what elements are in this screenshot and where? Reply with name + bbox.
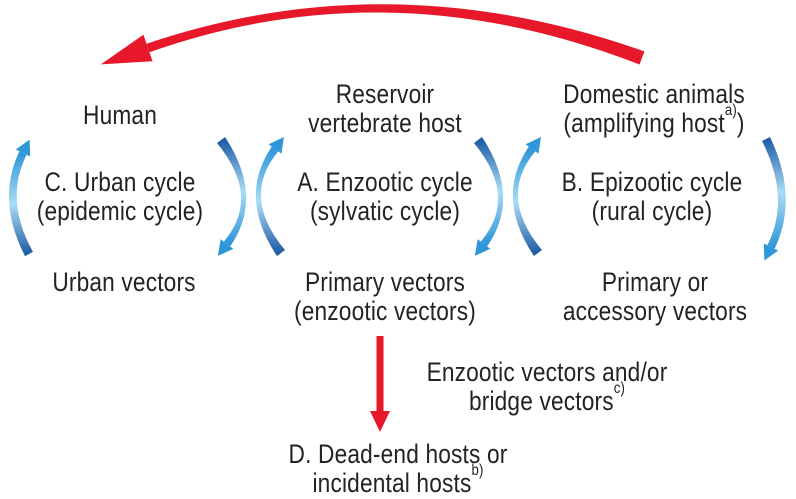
host-line: Human — [83, 100, 157, 130]
note-line: bridge vectorsc) — [468, 379, 626, 416]
host-human-label: Human — [83, 101, 157, 130]
cycle-line: (sylvatic cycle) — [309, 196, 461, 226]
host-reservoir-label: Reservoir vertebrate host — [308, 80, 462, 138]
cycle-c-urban-label: C. Urban cycle (epidemic cycle) — [37, 168, 204, 226]
vectors-line: (enzootic vectors) — [293, 296, 477, 326]
dead-end-transmission-arrow — [370, 336, 390, 432]
primary-vectors-label: Primary vectors (enzootic vectors) — [294, 268, 476, 326]
cycle-a-enzootic-label: A. Enzootic cycle (sylvatic cycle) — [297, 168, 473, 226]
cycle-line: (rural cycle) — [591, 196, 713, 226]
footnote-marker-b: b) — [471, 461, 484, 479]
host-line: Domestic animals — [563, 79, 745, 109]
footnote-marker-a: a) — [724, 101, 737, 119]
footnote-marker-c: c) — [613, 379, 626, 397]
host-line: vertebrate host — [308, 108, 462, 138]
deadend-line: incidental hostsb) — [312, 461, 484, 498]
accessoryvector-domestic-exchange-arrow-up — [512, 137, 542, 256]
cycle-line: C. Urban cycle — [44, 167, 196, 197]
host-line: (amplifying hosta)) — [563, 101, 745, 138]
primaryvector-reservoir-exchange-arrow-up — [255, 137, 285, 256]
urban-vectors-label: Urban vectors — [52, 268, 195, 297]
vectors-line: Primary or — [601, 267, 709, 297]
spillover-to-human-arrow — [100, 4, 645, 65]
cycle-line: (epidemic cycle) — [36, 196, 204, 226]
urban-cycle-loop-arrow — [8, 139, 33, 257]
vectors-line: accessory vectors — [562, 296, 748, 326]
deadend-line: D. Dead-end hosts or — [288, 439, 508, 469]
red-arrows — [100, 4, 645, 432]
host-line: Reservoir — [335, 79, 435, 109]
bridge-vectors-note: Enzootic vectors and/or bridge vectorsc) — [427, 358, 668, 416]
cycle-b-epizootic-label: B. Epizootic cycle (rural cycle) — [562, 168, 743, 226]
reservoir-primaryvector-exchange-arrow-down — [473, 137, 504, 256]
cycle-line: B. Epizootic cycle — [561, 167, 743, 197]
host-domestic-animals-label: Domestic animals (amplifying hosta)) — [563, 80, 745, 138]
vectors-line: Urban vectors — [52, 267, 196, 297]
note-line: Enzootic vectors and/or — [426, 357, 668, 387]
human-urbanvector-exchange-arrow-down — [216, 137, 247, 256]
dead-end-hosts-label: D. Dead-end hosts or incidental hostsb) — [289, 440, 508, 498]
blue-cycle-arrows — [8, 137, 786, 261]
cycle-line: A. Enzootic cycle — [297, 167, 473, 197]
accessory-vectors-label: Primary or accessory vectors — [563, 268, 747, 326]
epizootic-cycle-loop-arrow — [761, 137, 786, 261]
vectors-line: Primary vectors — [304, 267, 466, 297]
